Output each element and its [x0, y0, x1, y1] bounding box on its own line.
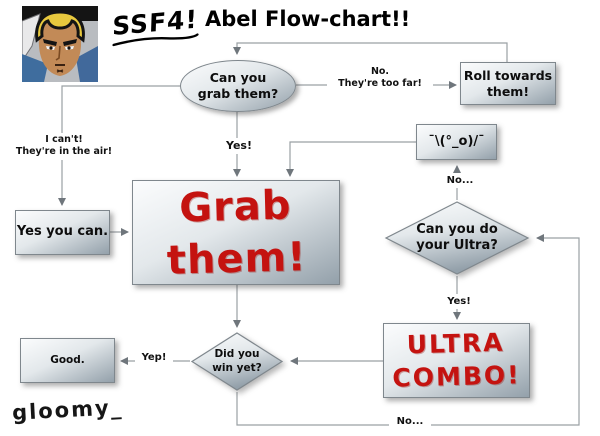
node-grab-them-label: Grab them! [166, 182, 308, 284]
node-can-you-grab-them-label: Can you grab them? [197, 70, 279, 101]
node-ultra-combo-label: ULTRA COMBO! [392, 327, 522, 393]
edge-winq-loop-to-ultraq [236, 234, 580, 426]
edge-label-cant-in-air: I can't! They're in the air! [8, 133, 120, 160]
node-can-you-do-your-ultra: Can you do your Ultra? [384, 200, 530, 276]
edge-label-no-too-far: No. They're too far! [327, 65, 433, 92]
node-yes-you-can: Yes you can. [15, 210, 110, 255]
node-good: Good. [20, 338, 115, 383]
node-can-you-grab-them: Can you grab them? [180, 60, 296, 112]
edge-label-yes-ultra: Yes! [438, 294, 480, 309]
edge-label-no-ultra: No... [440, 173, 480, 188]
edge-roll-loop-to-cangrab [233, 42, 508, 62]
edge-shrug-to-grab [286, 141, 416, 177]
edge-cangrab-to-yesyoucan [58, 85, 180, 206]
ultra-question-diamond-shape [384, 201, 530, 275]
node-roll-towards-them-label: Roll towards them! [463, 67, 553, 99]
win-question-diamond-shape [190, 332, 284, 391]
node-grab-them: Grab them! [132, 180, 340, 285]
edge-label-yep-win: Yep! [135, 350, 173, 365]
edge-label-yes-grab: Yes! [217, 138, 261, 155]
scrawl-underline [112, 33, 199, 47]
abel-portrait-image [22, 6, 98, 82]
node-can-you-do-your-ultra-label: Can you do your Ultra? [416, 221, 498, 253]
node-roll-towards-them: Roll towards them! [460, 62, 556, 105]
node-yes-you-can-label: Yes you can. [16, 224, 109, 240]
node-ultra-combo: ULTRA COMBO! [383, 323, 530, 398]
scrawl-title: SSF4! [112, 4, 205, 47]
page-title: Abel Flow-chart!! [205, 7, 411, 31]
node-did-you-win-yet: Did you win yet? [190, 331, 284, 392]
node-did-you-win-yet-label: Did you win yet? [212, 348, 262, 374]
node-shrug-emoticon: ¯\(°_o)/¯ [416, 124, 497, 160]
edge-label-no-win: No... [389, 414, 431, 429]
node-good-label: Good. [50, 353, 85, 366]
node-shrug-emoticon-label: ¯\(°_o)/¯ [428, 133, 485, 149]
